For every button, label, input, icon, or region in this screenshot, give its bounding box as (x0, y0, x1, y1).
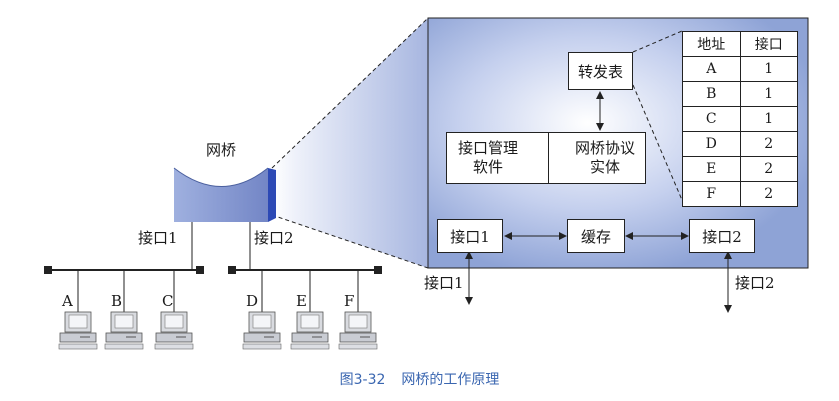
host-label-b: B (111, 292, 123, 310)
computer-icon (242, 270, 282, 350)
table-cell-address: B (682, 81, 741, 107)
detail-port2-box: 接口2 (689, 219, 755, 253)
forwarding-table-box: 转发表 (568, 52, 633, 90)
host-label-f: F (344, 292, 355, 310)
ext-port1-label: 接口1 (424, 274, 464, 292)
computer-icon (154, 270, 194, 350)
figure-title: 网桥的工作原理 (401, 372, 500, 388)
detail-port2-label: 接口2 (702, 227, 742, 246)
protocol-entity-line2: 实体 (589, 158, 620, 176)
figure-caption: 图3-32 网桥的工作原理 (0, 369, 839, 389)
table-callout-top (632, 30, 683, 53)
mgmt-software-line2: 软件 (472, 158, 503, 176)
table-header-port: 接口 (739, 31, 798, 57)
table-cell-port: 1 (739, 56, 798, 82)
host-label-d: D (246, 292, 259, 310)
zoom-line-top (271, 17, 429, 169)
bridge-label: 网桥 (206, 141, 237, 159)
mgmt-entity-divider (548, 133, 549, 183)
table-cell-port: 1 (739, 106, 798, 132)
detail-port1-box: 接口1 (437, 219, 503, 253)
buffer-box: 缓存 (567, 219, 625, 253)
computer-icon (104, 270, 144, 350)
lan2-terminator-left (228, 266, 236, 274)
table-cell-address: D (682, 131, 741, 157)
lan2-terminator-right (374, 266, 382, 274)
table-cell-address: E (682, 156, 741, 182)
table-cell-address: F (682, 181, 741, 207)
table-cell-address: A (682, 56, 741, 82)
table-cell-port: 2 (739, 181, 798, 207)
mgmt-software-text: 接口管理 软件 (449, 139, 527, 177)
host-label-a: A (62, 292, 73, 310)
zoom-cone (272, 18, 428, 268)
protocol-entity-text: 网桥协议 实体 (565, 139, 645, 177)
mgmt-entity-box: 接口管理 软件 网桥协议 实体 (446, 132, 646, 184)
buffer-label: 缓存 (580, 227, 611, 246)
forwarding-table-label: 转发表 (577, 62, 623, 81)
table-cell-port: 2 (739, 156, 798, 182)
lan1-terminator-right (196, 266, 204, 274)
table-header-address: 地址 (682, 31, 741, 57)
table-cell-address: C (682, 106, 741, 132)
lan1-terminator-left (44, 266, 52, 274)
ext-port2-label: 接口2 (735, 274, 775, 292)
mgmt-software-line1: 接口管理 (457, 139, 518, 157)
host-label-e: E (296, 292, 307, 310)
protocol-entity-line1: 网桥协议 (574, 139, 635, 157)
computer-icon (58, 270, 98, 350)
figure-number: 图3-32 (339, 372, 386, 388)
computer-icon (290, 270, 330, 350)
detail-port1-label: 接口1 (450, 227, 490, 246)
left-port1-label: 接口1 (138, 229, 178, 247)
table-cell-port: 1 (739, 81, 798, 107)
table-header-row: 地址 接口 (682, 31, 798, 57)
bridge-device (173, 167, 276, 222)
computer-icon (338, 270, 378, 350)
left-port2-label: 接口2 (254, 229, 294, 247)
host-label-c: C (162, 292, 174, 310)
table-cell-port: 2 (739, 131, 798, 157)
